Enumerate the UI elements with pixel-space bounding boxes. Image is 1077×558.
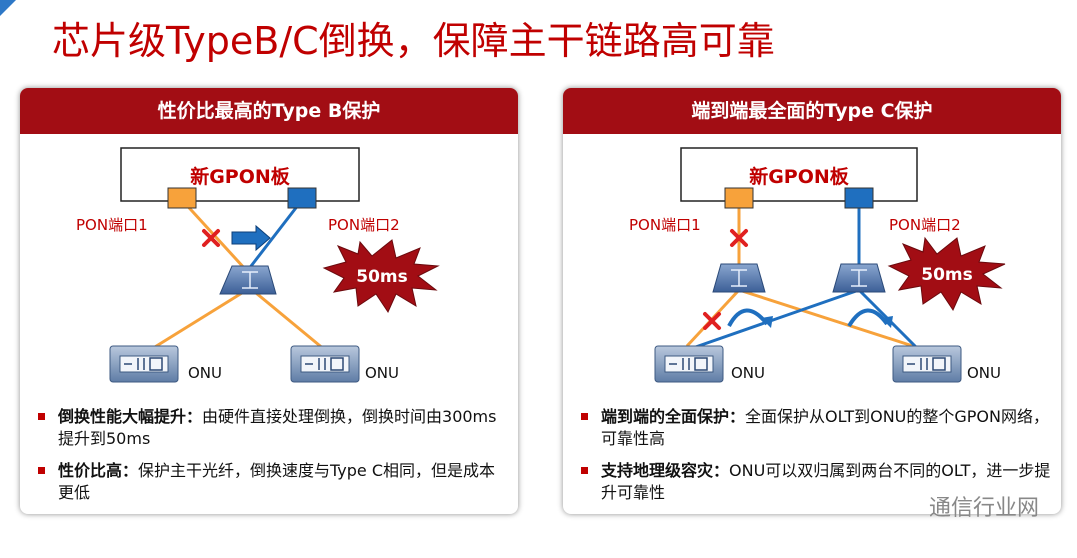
onu2-label: ONU bbox=[365, 364, 399, 382]
type-c-panel: 端到端最全面的Type C保护 新GPON板 PON端口1 PON端口2 bbox=[563, 88, 1061, 514]
bullet-bold: 支持地理级容灾： bbox=[601, 461, 730, 480]
bullet-square-icon bbox=[38, 467, 45, 474]
bullet-bold: 端到端的全面保护： bbox=[601, 407, 746, 426]
pon-port-2 bbox=[287, 187, 317, 209]
onu1-label: ONU bbox=[731, 364, 765, 382]
fiber-port2 bbox=[246, 199, 304, 271]
bullet-item: 倒换性能大幅提升：由硬件直接处理倒换，倒换时间由300ms提升到50ms bbox=[32, 406, 510, 450]
pon-port-2 bbox=[844, 187, 874, 209]
onu-device-1 bbox=[109, 345, 179, 383]
arc-head bbox=[881, 316, 893, 328]
fiber-onu1 bbox=[149, 286, 251, 352]
bullet-text: 全面保护从OLT到ONU的整个GPON网络，可靠性高 bbox=[601, 407, 1049, 448]
bullet-bold: 倒换性能大幅提升： bbox=[58, 407, 203, 426]
bullet-text: 由硬件直接处理倒换，倒换时间由300ms提升到50ms bbox=[58, 407, 497, 448]
splitter-mark bbox=[731, 269, 747, 287]
port1-label: PON端口1 bbox=[629, 216, 701, 234]
bullet-item: 支持地理级容灾：ONU可以双归属到两台不同的OLT，进一步提升可靠性 bbox=[575, 460, 1053, 504]
fiber-s1-onu2 bbox=[738, 288, 920, 350]
pon-port-1 bbox=[167, 187, 197, 209]
type-c-bullets: 端到端的全面保护：全面保护从OLT到ONU的整个GPON网络，可靠性高 支持地理… bbox=[575, 406, 1053, 514]
bullet-text: 保护主干光纤，倒换速度与Type C相同，但是成本更低 bbox=[58, 461, 496, 502]
port1-label: PON端口1 bbox=[76, 216, 148, 234]
type-b-diagram: 新GPON板 PON端口1 PON端口2 50ms ONU bbox=[76, 147, 440, 383]
slide-title: 芯片级TypeB/C倒换，保障主干链路高可靠 bbox=[52, 19, 775, 63]
type-b-panel: 性价比最高的Type B保护 新GPON板 PON端口1 PON端口2 bbox=[20, 88, 518, 514]
onu-device-2 bbox=[892, 345, 962, 383]
type-b-bullets: 倒换性能大幅提升：由硬件直接处理倒换，倒换时间由300ms提升到50ms 性价比… bbox=[32, 406, 510, 514]
pon-port-1 bbox=[724, 187, 754, 209]
corner-accent bbox=[0, 0, 16, 16]
fault-x-icon bbox=[730, 229, 748, 247]
fault-x-icon bbox=[202, 229, 220, 247]
starburst-icon bbox=[887, 236, 1006, 312]
switch-time-label: 50ms bbox=[356, 267, 408, 287]
splitter-mark bbox=[851, 269, 867, 287]
bullet-square-icon bbox=[581, 467, 588, 474]
bullet-square-icon bbox=[581, 413, 588, 420]
bullet-item: 性价比高：保护主干光纤，倒换速度与Type C相同，但是成本更低 bbox=[32, 460, 510, 504]
type-c-diagram: 新GPON板 PON端口1 PON端口2 50ms bbox=[629, 147, 1006, 383]
fiber-s2-onu1 bbox=[686, 288, 860, 352]
onu2-label: ONU bbox=[967, 364, 1001, 382]
type-b-header: 性价比最高的Type B保护 bbox=[20, 88, 518, 134]
switch-time-label: 50ms bbox=[921, 265, 973, 285]
gpon-board bbox=[680, 147, 918, 202]
port2-label: PON端口2 bbox=[328, 216, 400, 234]
switchover-arrow-icon bbox=[231, 224, 271, 252]
bullet-item: 端到端的全面保护：全面保护从OLT到ONU的整个GPON网络，可靠性高 bbox=[575, 406, 1053, 450]
bullet-bold: 性价比高： bbox=[58, 461, 139, 480]
board-label: 新GPON板 bbox=[749, 165, 850, 188]
splitter-mark bbox=[242, 271, 258, 289]
type-c-header: 端到端最全面的Type C保护 bbox=[563, 88, 1061, 134]
onu1-label: ONU bbox=[188, 364, 222, 382]
fault-x-icon bbox=[703, 312, 721, 330]
starburst-icon bbox=[322, 239, 440, 314]
onu-device-1 bbox=[654, 345, 724, 383]
board-label: 新GPON板 bbox=[190, 165, 291, 188]
onu-device-2 bbox=[290, 345, 360, 383]
arc-head bbox=[761, 316, 773, 328]
watermark: 通信行业网 bbox=[928, 496, 1039, 521]
fiber-onu2 bbox=[249, 286, 326, 352]
bullet-text: ONU可以双归属到两台不同的OLT，进一步提升可靠性 bbox=[601, 461, 1051, 502]
port2-label: PON端口2 bbox=[889, 216, 961, 234]
bullet-square-icon bbox=[38, 413, 45, 420]
splitter-icon bbox=[219, 265, 277, 295]
gpon-board bbox=[120, 147, 360, 202]
